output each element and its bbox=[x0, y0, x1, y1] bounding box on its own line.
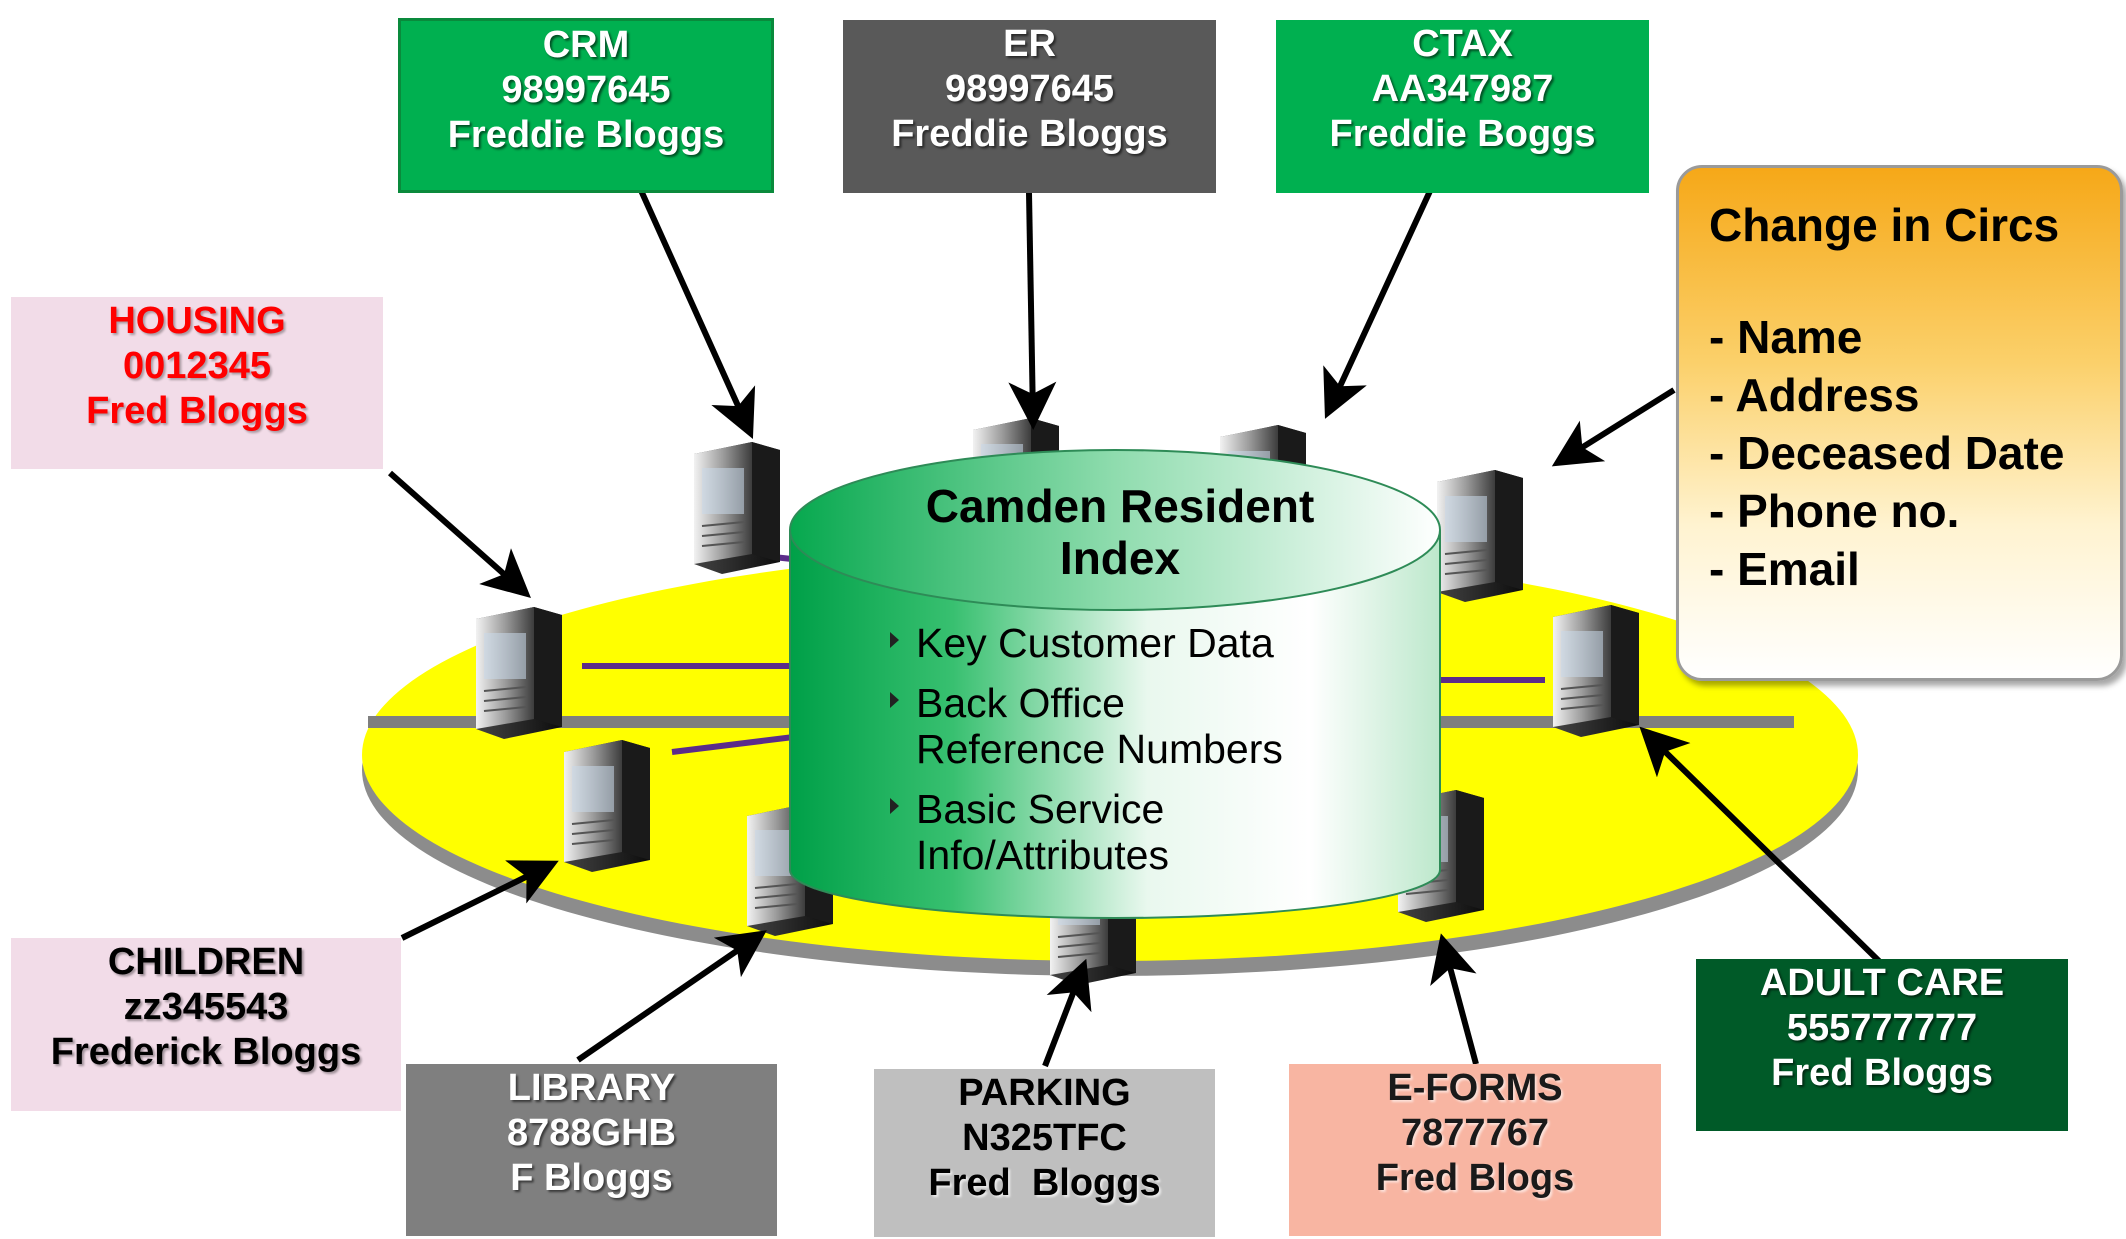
system-box-children: CHILDREN zz345543 Frederick Bloggs bbox=[11, 938, 401, 1111]
system-person: Freddie Boggs bbox=[1329, 113, 1596, 155]
database-title-line1: Camden Resident bbox=[925, 480, 1315, 532]
system-box-housing: HOUSING 0012345 Fred Bloggs bbox=[11, 297, 383, 469]
server-icon-adult-care bbox=[1552, 604, 1640, 738]
database-bullet-item: Basic Service Info/Attributes bbox=[890, 786, 1410, 878]
system-person: Fred Bloggs bbox=[928, 1162, 1161, 1204]
system-box-library: LIBRARY 8788GHB F Bloggs bbox=[406, 1064, 777, 1236]
server-icon-children bbox=[563, 739, 651, 873]
system-reference: 8788GHB bbox=[507, 1112, 676, 1154]
system-reference: 98997645 bbox=[501, 69, 671, 111]
system-reference: N325TFC bbox=[962, 1117, 1127, 1159]
bullet-arrow-icon bbox=[890, 692, 899, 708]
arrow-er bbox=[1008, 192, 1057, 430]
arrow-children bbox=[400, 860, 559, 941]
system-reference: 555777777 bbox=[1786, 1007, 1978, 1049]
arrow-eforms bbox=[1430, 933, 1479, 1065]
system-box-adult-care: ADULT CARE 555777777 Fred Bloggs bbox=[1696, 959, 2068, 1131]
database-title-line2: Index bbox=[1059, 532, 1181, 584]
system-reference: zz345543 bbox=[123, 986, 289, 1028]
database-bullet-line: Basic Service bbox=[916, 786, 1165, 832]
change-in-circs-item: - Email bbox=[1709, 543, 1860, 595]
database-bullet-line: Info/Attributes bbox=[916, 832, 1169, 878]
system-box-ctax: CTAX AA347987 Freddie Boggs bbox=[1276, 20, 1649, 193]
database-title: Camden Resident Index bbox=[820, 480, 1420, 584]
system-person: Freddie Bloggs bbox=[891, 113, 1168, 155]
arrow-circs bbox=[1551, 387, 1676, 467]
server-icon-housing bbox=[475, 606, 563, 740]
arrow-crm bbox=[627, 164, 756, 439]
link-children bbox=[671, 732, 811, 755]
system-name: ER bbox=[1003, 23, 1056, 65]
system-person: F Bloggs bbox=[510, 1157, 673, 1199]
server-icon-crm bbox=[693, 441, 781, 575]
system-box-parking: PARKING N325TFC Fred Bloggs bbox=[874, 1069, 1215, 1237]
database-bullet-line: Back Office bbox=[916, 680, 1125, 726]
system-person: Fred Blogs bbox=[1375, 1157, 1575, 1199]
arrow-adult-care bbox=[1639, 726, 1883, 965]
connector-arrows bbox=[388, 164, 1883, 1068]
database-cylinder bbox=[789, 449, 1441, 919]
database-bullet-item: Key Customer Data bbox=[890, 620, 1410, 666]
system-reference: 7877767 bbox=[1401, 1112, 1549, 1154]
system-name: HOUSING bbox=[108, 300, 286, 342]
system-name: CRM bbox=[542, 24, 630, 66]
system-name: PARKING bbox=[958, 1072, 1131, 1114]
system-name: CTAX bbox=[1412, 23, 1513, 65]
change-in-circs-title: Change in Circs bbox=[1709, 199, 2060, 251]
system-reference: AA347987 bbox=[1371, 68, 1554, 110]
system-person: Frederick Bloggs bbox=[50, 1031, 362, 1073]
system-box-crm: CRM 98997645 Freddie Bloggs bbox=[398, 18, 774, 193]
system-person: Fred Bloggs bbox=[1771, 1052, 1993, 1094]
change-in-circs-item: - Address bbox=[1709, 369, 1920, 421]
system-reference: 98997645 bbox=[944, 68, 1115, 110]
database-bullet-item: Back Office Reference Numbers bbox=[890, 680, 1410, 772]
arrow-library bbox=[576, 930, 767, 1063]
arrow-housing bbox=[388, 470, 531, 598]
system-name: CHILDREN bbox=[107, 941, 305, 983]
database-bullet-list: Key Customer Data Back Office Reference … bbox=[890, 620, 1410, 892]
change-in-circs-item: - Name bbox=[1709, 311, 1863, 363]
database-bullet-line: Reference Numbers bbox=[916, 726, 1283, 772]
system-name: ADULT CARE bbox=[1759, 962, 2005, 1004]
system-name: E-FORMS bbox=[1387, 1067, 1563, 1109]
bullet-arrow-icon bbox=[890, 798, 899, 814]
database-bullet-line: Key Customer Data bbox=[916, 620, 1274, 666]
arrow-ctax bbox=[1323, 176, 1439, 419]
change-in-circs-item: - Deceased Date bbox=[1709, 427, 2065, 479]
arrow-parking bbox=[1042, 958, 1092, 1068]
server-icon-circs bbox=[1436, 469, 1524, 603]
system-person: Fred Bloggs bbox=[86, 390, 308, 432]
system-box-er: ER 98997645 Freddie Bloggs bbox=[843, 20, 1216, 193]
system-person: Freddie Bloggs bbox=[447, 114, 725, 156]
system-reference: 0012345 bbox=[123, 345, 271, 387]
system-name: LIBRARY bbox=[507, 1067, 676, 1109]
change-in-circs-item: - Phone no. bbox=[1709, 485, 1960, 537]
system-box-eforms: E-FORMS 7877767 Fred Blogs bbox=[1289, 1064, 1661, 1236]
change-in-circs-panel: Change in Circs - Name - Address - Decea… bbox=[1676, 165, 2123, 681]
bullet-arrow-icon bbox=[890, 632, 899, 648]
